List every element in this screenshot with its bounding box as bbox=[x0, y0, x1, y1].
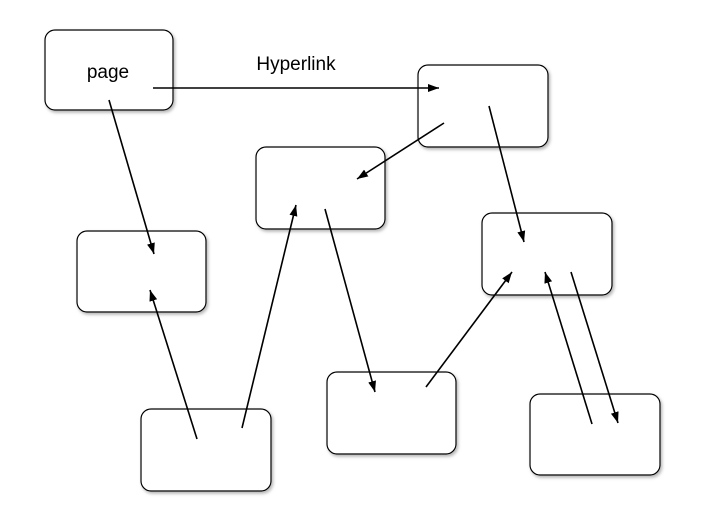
node-top-right bbox=[417, 64, 549, 148]
node-page bbox=[44, 29, 174, 111]
arrow-right-middle-to-bottom-right bbox=[570, 271, 619, 424]
arrow-bottom-left-to-center bbox=[241, 204, 298, 429]
arrow-top-right-to-center bbox=[356, 122, 445, 180]
hyperlink-label: Hyperlink bbox=[256, 54, 336, 75]
node-left-middle bbox=[76, 230, 207, 313]
node-center bbox=[255, 146, 386, 230]
edges bbox=[108, 84, 619, 440]
arrow-top-right-to-right-middle bbox=[488, 105, 526, 243]
arrow-center-to-bottom-center bbox=[324, 208, 376, 393]
start-node-label: page bbox=[87, 62, 129, 83]
node-bottom-right bbox=[529, 393, 661, 476]
arrow-page-to-left-middle bbox=[108, 99, 155, 255]
arrow-bottom-left-to-left-middle bbox=[149, 289, 198, 440]
node-bottom-left bbox=[140, 408, 272, 492]
nodes bbox=[44, 29, 661, 492]
node-bottom-center bbox=[326, 371, 457, 455]
node-right-middle bbox=[481, 212, 613, 296]
arrow-bottom-center-to-right-middle bbox=[425, 271, 513, 388]
arrow-bottom-right-to-right-middle bbox=[544, 271, 593, 425]
